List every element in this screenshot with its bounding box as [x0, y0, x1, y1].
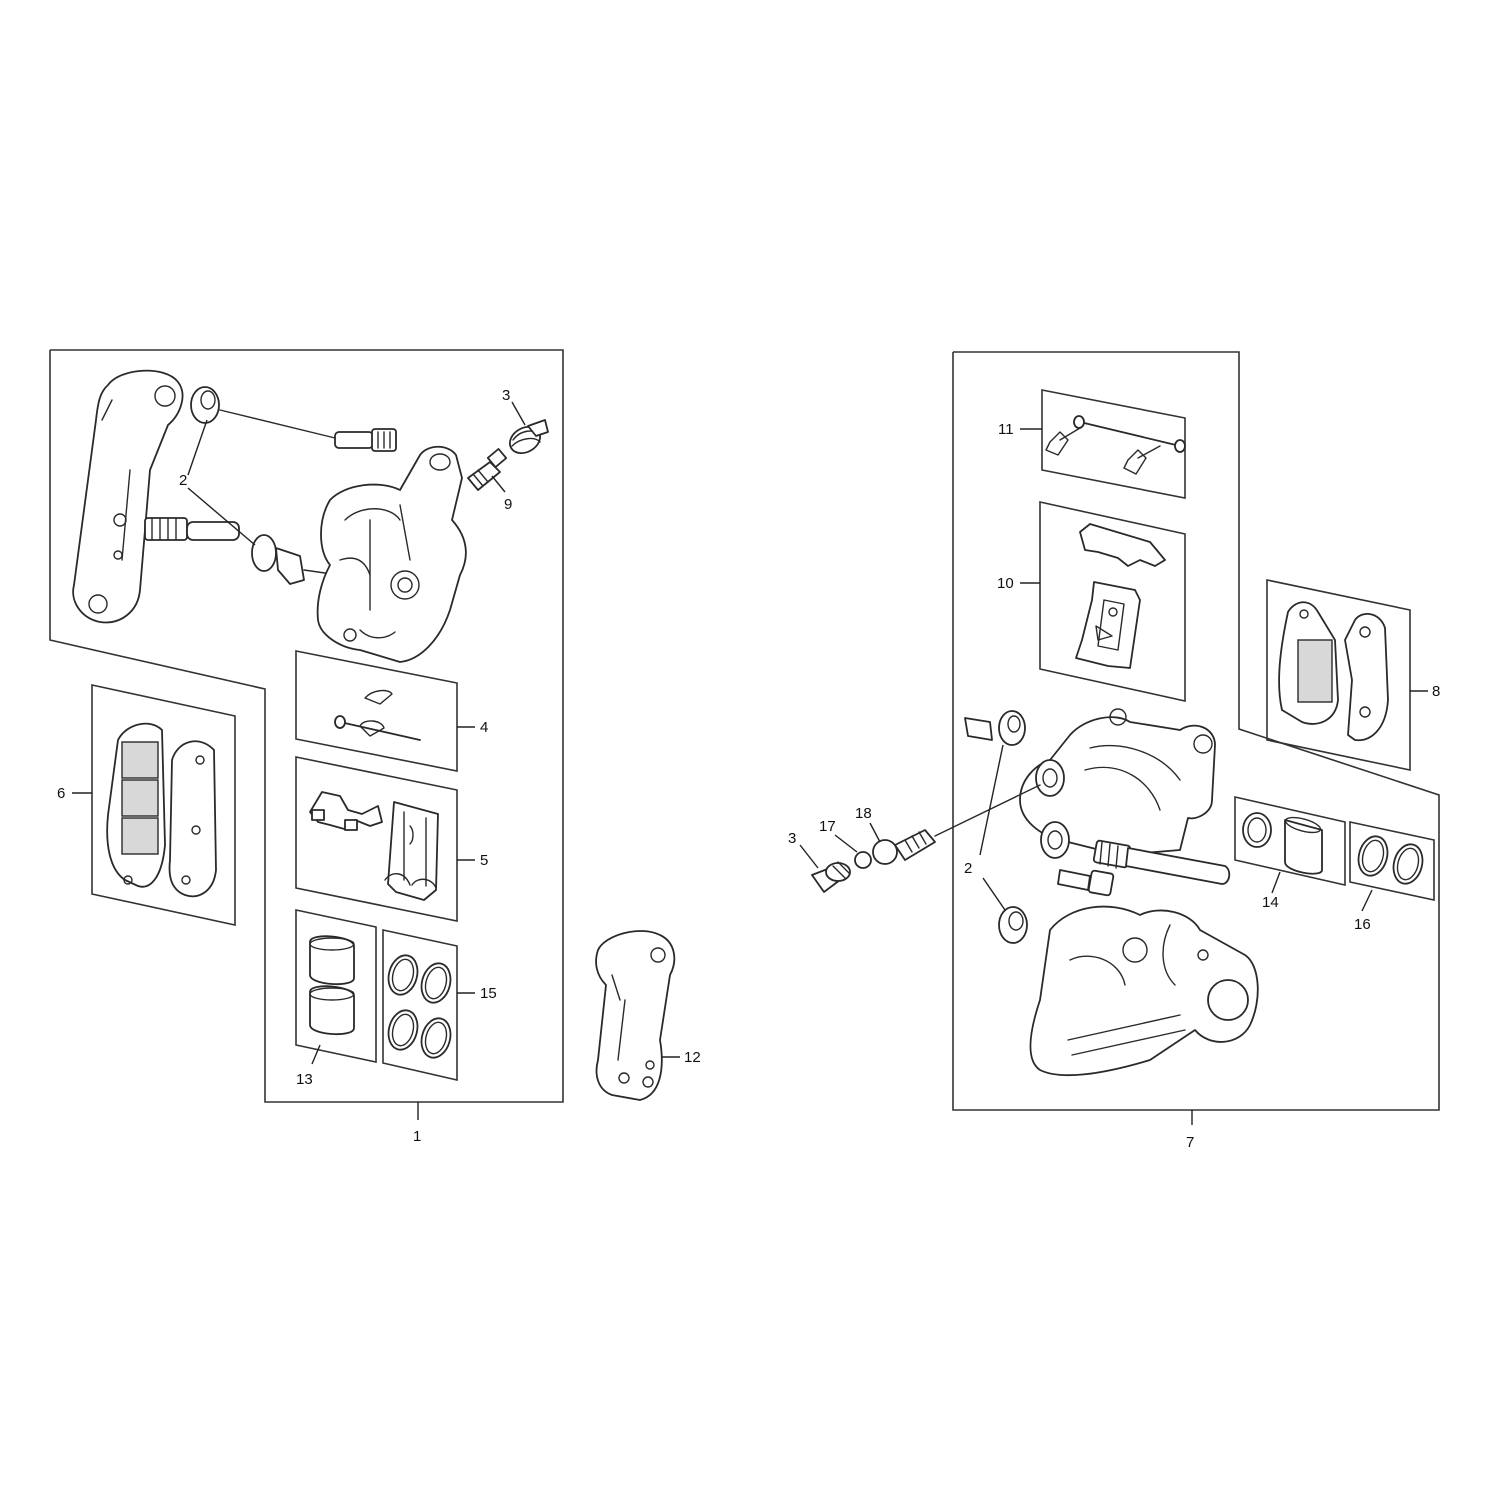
callout-3a: 3	[502, 387, 510, 404]
pad-pin-kit-rear	[1041, 389, 1186, 499]
callout-8: 8	[1432, 683, 1440, 700]
slide-pin-short-rear	[1057, 869, 1115, 897]
caliper-bracket	[72, 369, 184, 624]
callout-18: 18	[855, 805, 872, 822]
bushing-rear-top	[964, 710, 1026, 746]
leader-14	[1271, 871, 1281, 894]
pad-spring-kit	[295, 756, 458, 922]
callout-15: 15	[480, 985, 497, 1002]
bushing-top	[190, 386, 220, 424]
leader-2b-top	[979, 744, 1004, 856]
callout-10: 10	[997, 575, 1014, 592]
callout-2a: 2	[179, 472, 187, 489]
assembly-frame-7	[952, 351, 1440, 1111]
callout-16: 16	[1354, 916, 1371, 933]
bushing-rear-bottom	[998, 906, 1028, 944]
leader-9	[491, 475, 506, 493]
front-caliper-assembly: 2 3 9 4 5 6 15 13 12 1	[49, 349, 701, 1145]
leader-13	[311, 1044, 321, 1065]
brake-pad-set-rear	[1266, 579, 1411, 771]
leader-3a	[511, 401, 526, 426]
leader-2a-top	[187, 419, 208, 476]
slide-pin-long-rear	[1092, 839, 1231, 885]
caliper-support-bracket	[1029, 905, 1259, 1077]
leader-16	[1361, 889, 1373, 912]
front-caliper-body	[316, 445, 467, 663]
callout-9: 9	[504, 496, 512, 513]
leader-18	[869, 822, 881, 843]
callout-14: 14	[1262, 894, 1279, 911]
bleeder-cap-front	[509, 419, 549, 455]
rear-caliper-body	[1019, 708, 1216, 859]
leader-2b-bottom	[982, 877, 1006, 911]
pad-spring-kit-rear	[1039, 501, 1186, 702]
seal-kit-front	[382, 929, 458, 1082]
callout-2b: 2	[964, 860, 972, 877]
bleeder-screw-front	[467, 448, 508, 491]
piston-set-front	[295, 909, 377, 1063]
callout-11: 11	[998, 421, 1014, 438]
leader-17	[834, 834, 858, 853]
brake-pad-set-front	[91, 684, 236, 926]
callout-13: 13	[296, 1071, 313, 1088]
slide-pin-short	[334, 428, 397, 452]
caliper-adapter	[595, 930, 676, 1101]
seal-kit-rear	[1349, 821, 1435, 901]
bleeder-assembly-rear	[811, 829, 936, 893]
piston-set-rear	[1234, 795, 1346, 887]
callout-17: 17	[819, 818, 836, 835]
pad-pin-kit	[295, 650, 458, 772]
assembly-frame-1	[49, 349, 564, 1103]
callout-4: 4	[480, 719, 488, 736]
callout-5: 5	[480, 852, 488, 869]
slide-pin-long	[144, 517, 305, 585]
leader-2a-bottom	[187, 487, 256, 546]
rear-caliper-assembly: 11 10 8 14 16 2 3 17 18 7	[788, 351, 1440, 1151]
leader-3b	[799, 844, 819, 869]
callout-12: 12	[684, 1049, 701, 1066]
callout-1: 1	[413, 1128, 421, 1145]
callout-3b: 3	[788, 830, 796, 847]
callout-7: 7	[1186, 1134, 1194, 1151]
callout-6: 6	[57, 785, 65, 802]
